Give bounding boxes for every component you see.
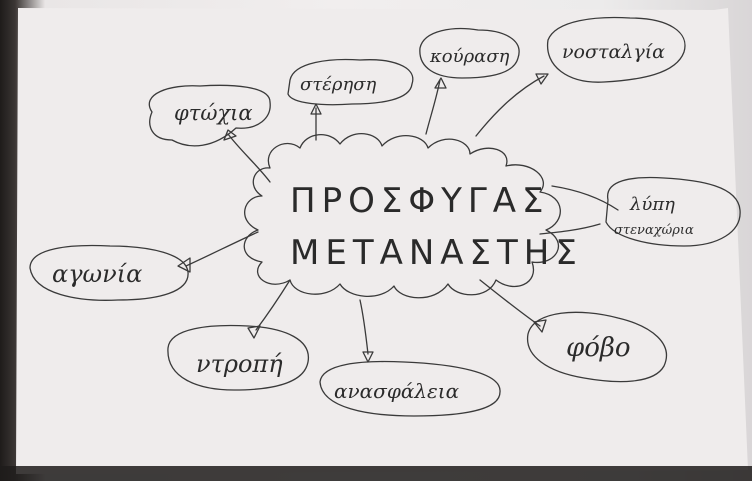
- node-fovo: φόβο: [566, 333, 631, 363]
- connector-anasfaleia: [359, 299, 369, 355]
- node-ftwxia: φτώχια: [174, 101, 253, 125]
- center-title-line2: ΜΕΤΑΝΑΣΤΗΣ: [290, 233, 583, 273]
- connector-lypi: [551, 185, 619, 211]
- node-kourasi: κούραση: [429, 46, 510, 67]
- connector-ftwxia: [227, 133, 271, 183]
- paper-sheet: [16, 8, 748, 474]
- node-sterisi: στέρηση: [300, 74, 377, 95]
- arrow-nostalgia: [535, 73, 549, 85]
- node-agwnia: αγωνία: [52, 260, 142, 288]
- bubble-nostalgia: [546, 16, 686, 83]
- bubble-sterisi: [287, 58, 414, 106]
- connector-stenoxwria: [539, 223, 601, 235]
- arrow-fovo: [533, 319, 547, 333]
- arrow-sterisi: [310, 103, 322, 115]
- arrow-anasfaleia: [362, 351, 374, 363]
- bubble-fovo: [526, 311, 667, 383]
- bubble-kourasi: [419, 27, 520, 79]
- paper-bottom-shadow: [0, 466, 752, 481]
- node-nostalgia: νοσταλγία: [562, 41, 665, 63]
- center-title-line1: ΠΡΟΣΦΥΓΑΣ: [290, 181, 550, 221]
- node-anasfaleia: ανασφάλεια: [334, 379, 460, 403]
- bubble-ftwxia: [148, 84, 271, 147]
- node-ntropi: ντροπή: [196, 350, 283, 378]
- arrow-kourasi: [434, 77, 447, 89]
- bubble-ntropi: [167, 324, 309, 391]
- bubble-lypi: [605, 176, 741, 247]
- connector-agwnia: [185, 231, 259, 267]
- node-stenoxwria: στεναχώρια: [614, 223, 694, 238]
- bubble-anasfaleia: [319, 360, 501, 417]
- node-lypi: λύπη: [629, 194, 675, 215]
- bubble-agwnia: [29, 244, 189, 301]
- central-cloud: [243, 133, 561, 299]
- arrow-agwnia: [177, 257, 191, 273]
- connector-nostalgia: [475, 75, 545, 137]
- connector-kourasi: [425, 79, 441, 135]
- arrow-ftwxia: [223, 129, 237, 141]
